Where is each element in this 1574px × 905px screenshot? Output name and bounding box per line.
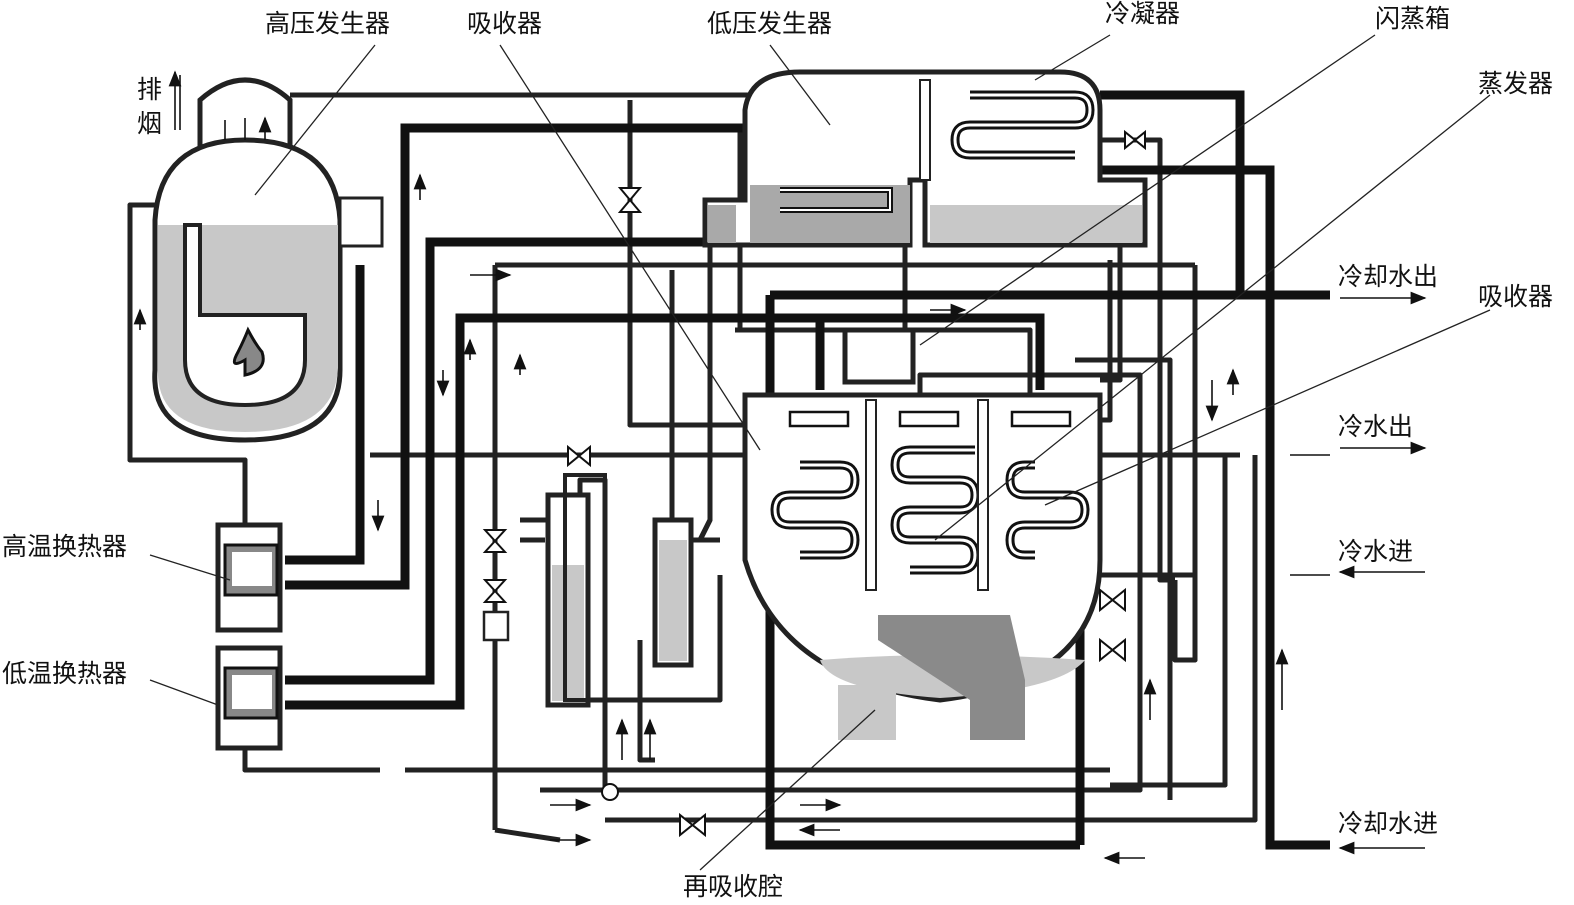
heat-exchangers bbox=[215, 522, 283, 751]
label-reabsorption-chamber: 再吸收腔 bbox=[683, 872, 783, 901]
auxiliary-vessels bbox=[482, 473, 694, 708]
label-chilled-water-out: 冷水出 bbox=[1338, 412, 1413, 441]
label-absorber-right: 吸收器 bbox=[1478, 282, 1553, 311]
label-absorber-top: 吸收器 bbox=[467, 9, 542, 38]
label-low-pressure-generator: 低压发生器 bbox=[707, 9, 832, 38]
label-low-temp-hx: 低温换热器 bbox=[2, 659, 127, 688]
label-exhaust-2: 烟 bbox=[137, 109, 162, 138]
high-pressure-generator bbox=[152, 70, 384, 443]
label-chilled-water-in: 冷水进 bbox=[1338, 537, 1413, 566]
label-evaporator: 蒸发器 bbox=[1478, 69, 1553, 98]
label-cooling-water-out: 冷却水出 bbox=[1338, 262, 1438, 291]
label-high-pressure-generator: 高压发生器 bbox=[265, 9, 390, 38]
label-cooling-water-in: 冷却水进 bbox=[1338, 809, 1438, 838]
lp-generator-condenser bbox=[702, 69, 1148, 248]
label-exhaust-1: 排 bbox=[137, 75, 162, 104]
label-high-temp-hx: 高温换热器 bbox=[2, 532, 127, 561]
label-flash-tank: 闪蒸箱 bbox=[1375, 4, 1450, 33]
valves bbox=[482, 129, 1146, 838]
flow-arrows bbox=[133, 173, 1427, 865]
label-condenser: 冷凝器 bbox=[1105, 0, 1180, 28]
leader-lines bbox=[149, 34, 1491, 871]
